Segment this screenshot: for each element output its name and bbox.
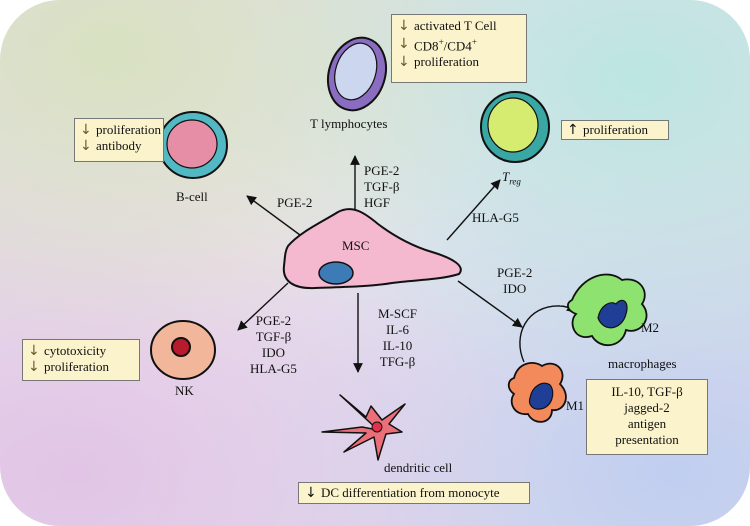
- cd8-text: CD8: [414, 38, 439, 54]
- effect-row: ↓ cytotoxicity: [28, 343, 134, 359]
- factors-b-cell: PGE-2: [277, 195, 312, 211]
- m2-label: M2: [641, 320, 660, 335]
- arrow-m1-to-m2: [519, 302, 577, 363]
- effect-row: ↓ proliferation: [28, 359, 134, 375]
- down-arrow-icon: ↓: [398, 36, 410, 53]
- effect-text: proliferation: [583, 122, 648, 137]
- treg-label-main: T: [502, 169, 510, 184]
- msc-cell: [282, 208, 462, 290]
- m1-label: M1: [566, 398, 585, 413]
- effect-text: cytotoxicity: [44, 343, 107, 358]
- effect-row: ↓ antibody: [80, 138, 158, 154]
- effect-text: DC differentiation from monocyte: [321, 485, 500, 500]
- factors-t-lymphocytes: PGE-2 TGF-β HGF: [364, 163, 400, 211]
- factor-item: TGF-β: [364, 179, 400, 194]
- down-arrow-icon: ↓: [80, 138, 92, 154]
- effect-row: ↓ proliferation: [80, 122, 161, 138]
- arrow-to-nk: [237, 282, 289, 331]
- dendritic-cell-label: dendritic cell: [384, 460, 453, 475]
- down-arrow-icon: ↓: [28, 359, 40, 375]
- arrow-to-treg: [446, 179, 501, 241]
- effect-row: ↓proliferation: [398, 54, 520, 70]
- treg-label-sub: reg: [509, 176, 521, 187]
- factors-macrophage: PGE-2 IDO: [497, 265, 532, 297]
- m2-nucleus: [597, 299, 628, 329]
- arrow-to-macrophage: [457, 280, 523, 328]
- treg-cell: [480, 91, 550, 163]
- nk-label: NK: [175, 383, 194, 398]
- effect-box-b-cell: ↓ proliferation ↓ antibody: [74, 118, 164, 162]
- nk-nucleus: [171, 337, 191, 357]
- nk-cell: [150, 320, 216, 380]
- up-arrow-icon: ↑: [567, 122, 579, 138]
- m1-nucleus: [528, 382, 554, 410]
- factors-dendritic: M-SCF IL-6 IL-10 TFG-β: [378, 306, 417, 370]
- factors-treg: HLA-G5: [472, 210, 519, 226]
- down-arrow-icon: ↓: [28, 343, 40, 359]
- cd8-sup: +: [438, 37, 444, 47]
- effect-text: antibody: [96, 138, 142, 153]
- msc-nucleus: [318, 261, 354, 285]
- effect-text: CD8+/CD4+: [414, 34, 477, 54]
- m1-macrophage: [507, 362, 567, 423]
- cd4-sup: +: [471, 37, 477, 47]
- factor-item: PGE-2: [277, 195, 313, 210]
- effect-text: proliferation: [96, 122, 161, 137]
- effect-text: activated T Cell: [414, 18, 497, 33]
- effect-box-macrophage: IL-10, TGF-β jagged-2 antigen presentati…: [586, 379, 708, 455]
- b-cell: [158, 111, 228, 179]
- arrow-to-b-cell: [246, 195, 301, 236]
- macrophages-label: macrophages: [608, 356, 677, 371]
- down-arrow-icon: ↓: [305, 485, 317, 501]
- effect-text: antigen: [627, 416, 667, 431]
- down-arrow-icon: ↓: [80, 122, 92, 138]
- effect-text: proliferation: [414, 54, 479, 70]
- factor-item: M-SCF: [378, 306, 418, 321]
- factor-item: IDO: [261, 345, 286, 360]
- dendritic-cell: [321, 394, 406, 461]
- factor-item: PGE-2: [255, 313, 292, 328]
- t-lymphocytes-label: T lymphocytes: [310, 116, 388, 131]
- factor-item: IL-10: [382, 338, 413, 353]
- m2-macrophage: [567, 273, 648, 346]
- down-arrow-icon: ↓: [398, 18, 410, 34]
- effect-box-nk: ↓ cytotoxicity ↓ proliferation: [22, 339, 140, 381]
- factor-item: TGF-β: [255, 329, 292, 344]
- effect-box-dendritic: ↓ DC differentiation from monocyte: [298, 482, 530, 504]
- b-cell-label: B-cell: [176, 189, 208, 204]
- factor-item: HGF: [364, 195, 391, 210]
- t-lymphocyte-cell: [327, 36, 387, 112]
- factor-item: HLA-G5: [472, 210, 519, 225]
- effect-row: ↓CD8+/CD4+: [398, 34, 520, 54]
- msc-label: MSC: [342, 238, 370, 253]
- cd4-text: /CD4: [443, 38, 472, 54]
- effect-box-treg: ↑ proliferation: [561, 120, 669, 140]
- down-arrow-icon: ↓: [398, 54, 410, 71]
- factor-item: HLA-G5: [250, 361, 297, 376]
- treg-label: Treg: [502, 169, 521, 190]
- effect-box-t-cell: ↓activated T Cell ↓CD8+/CD4+ ↓proliferat…: [391, 14, 527, 83]
- factors-nk: PGE-2 TGF-β IDO HLA-G5: [250, 313, 297, 377]
- effect-text: proliferation: [44, 359, 109, 374]
- factor-item: PGE-2: [364, 163, 400, 178]
- effect-row: ↓ activated T Cell: [398, 18, 520, 34]
- factor-item: IL-6: [385, 322, 410, 337]
- factor-item: IDO: [503, 281, 527, 296]
- factor-item: PGE-2: [497, 265, 533, 280]
- factor-item: TFG-β: [379, 354, 416, 369]
- effect-text: IL-10, TGF-β: [611, 384, 683, 399]
- effect-row: ↑ proliferation: [567, 122, 663, 138]
- effect-text: jagged-2: [624, 400, 670, 415]
- effect-text: presentation: [615, 432, 679, 447]
- effect-row: ↓ DC differentiation from monocyte: [305, 485, 523, 501]
